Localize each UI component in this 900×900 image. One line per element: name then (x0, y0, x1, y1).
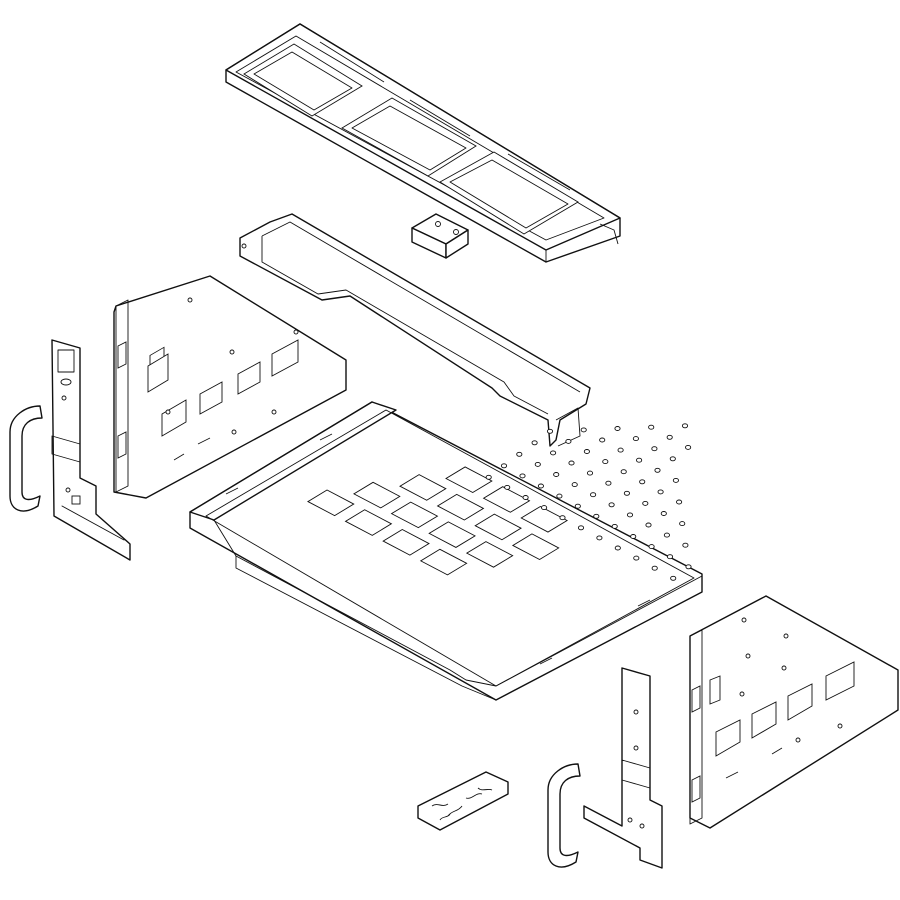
perforation-hole (559, 515, 566, 521)
perforation-hole (617, 447, 624, 453)
perforation-hole (534, 461, 541, 467)
tray-bay-2 (341, 97, 477, 177)
perforation-hole (614, 545, 621, 551)
perforation-hole (666, 554, 674, 560)
perforation-hole (642, 500, 649, 506)
perforation-hole (580, 427, 587, 433)
perforation-hole (590, 492, 597, 498)
perforation-hole (485, 474, 492, 480)
perforation-hole (553, 472, 560, 477)
right-handle (547, 763, 581, 868)
shelf-cutout (474, 513, 522, 541)
shelf-cutout (399, 474, 447, 501)
shelf-cutout (390, 501, 439, 529)
left-front-plate (51, 339, 131, 561)
tray-bay-3 (439, 151, 579, 235)
shelf-cutout (465, 541, 514, 568)
shelf-perforations (485, 423, 692, 581)
perforation-hole (596, 535, 603, 541)
perforation-hole (577, 525, 585, 531)
perforation-hole (541, 505, 548, 511)
left-side-panel (113, 275, 347, 499)
shelf-cutout (344, 509, 393, 536)
perforation-hole (516, 451, 523, 457)
perforation-hole (568, 460, 575, 466)
perforation-hole (672, 477, 679, 483)
right-side-panel (689, 595, 899, 829)
perforation-hole (614, 426, 621, 431)
perforation-hole (654, 467, 661, 473)
perforation-hole (522, 495, 529, 500)
shelf-cutout (428, 521, 476, 548)
perforation-hole (630, 534, 637, 539)
perforation-hole (605, 480, 612, 486)
shelf-cutout (307, 489, 355, 517)
hardware-bag (417, 771, 509, 831)
perforation-hole (669, 456, 676, 462)
perforation-hole (651, 446, 658, 452)
perforation-hole (574, 503, 581, 509)
right-front-plate (583, 667, 663, 869)
perforation-hole (663, 532, 670, 538)
left-handle (9, 405, 43, 512)
perforation-hole (620, 469, 627, 475)
perforation-hole (608, 502, 615, 508)
perforation-hole (500, 463, 508, 469)
perforation-hole (586, 470, 594, 476)
shelf-cutout (436, 493, 485, 521)
perforation-hole (593, 513, 600, 519)
perforation-hole (648, 424, 655, 430)
perforation-hole (531, 440, 538, 446)
perforation-hole (550, 450, 557, 456)
perforation-hole (685, 444, 692, 450)
perforation-hole (626, 512, 634, 518)
perforation-hole (504, 484, 511, 490)
perforation-hole (645, 522, 652, 528)
long-rail (239, 213, 591, 447)
perforation-hole (651, 565, 658, 571)
perforation-hole (679, 521, 686, 527)
shelf-cutout (445, 466, 493, 494)
perforation-hole (660, 511, 667, 516)
small-bracket (411, 213, 469, 259)
perforation-hole (611, 523, 618, 529)
perforation-hole (583, 449, 590, 454)
shelf-cutout (482, 486, 531, 513)
shelf-cutout (520, 505, 569, 533)
perforation-hole (632, 436, 639, 442)
perforation-hole (519, 473, 526, 479)
perforation-hole (676, 499, 683, 505)
perforation-hole (623, 490, 630, 496)
perforation-hole (546, 428, 554, 434)
perforation-hole (685, 564, 692, 570)
perforation-hole (636, 457, 643, 463)
top-tray-frame (225, 23, 621, 263)
perforation-hole (670, 575, 677, 581)
perforation-hole (639, 479, 646, 485)
perforation-hole (681, 423, 689, 429)
perforation-hole (633, 555, 640, 561)
shelf-cutouts (307, 466, 569, 576)
perforated-shelf (189, 401, 703, 701)
tray-bay-1 (243, 43, 363, 117)
perforation-hole (571, 482, 578, 488)
perforation-hole (537, 483, 544, 489)
shelf-cutout (382, 529, 430, 556)
perforation-hole (599, 437, 606, 443)
perforation-hole (648, 544, 655, 550)
perforation-hole (556, 493, 563, 499)
shelf-cutout (419, 548, 468, 576)
shelf-cutout (511, 533, 560, 561)
perforation-hole (657, 489, 664, 495)
shelf-cutout (353, 481, 401, 509)
perforation-hole (666, 434, 673, 440)
perforation-hole (602, 459, 609, 465)
perforation-hole (682, 542, 689, 548)
perforation-hole (565, 438, 572, 444)
